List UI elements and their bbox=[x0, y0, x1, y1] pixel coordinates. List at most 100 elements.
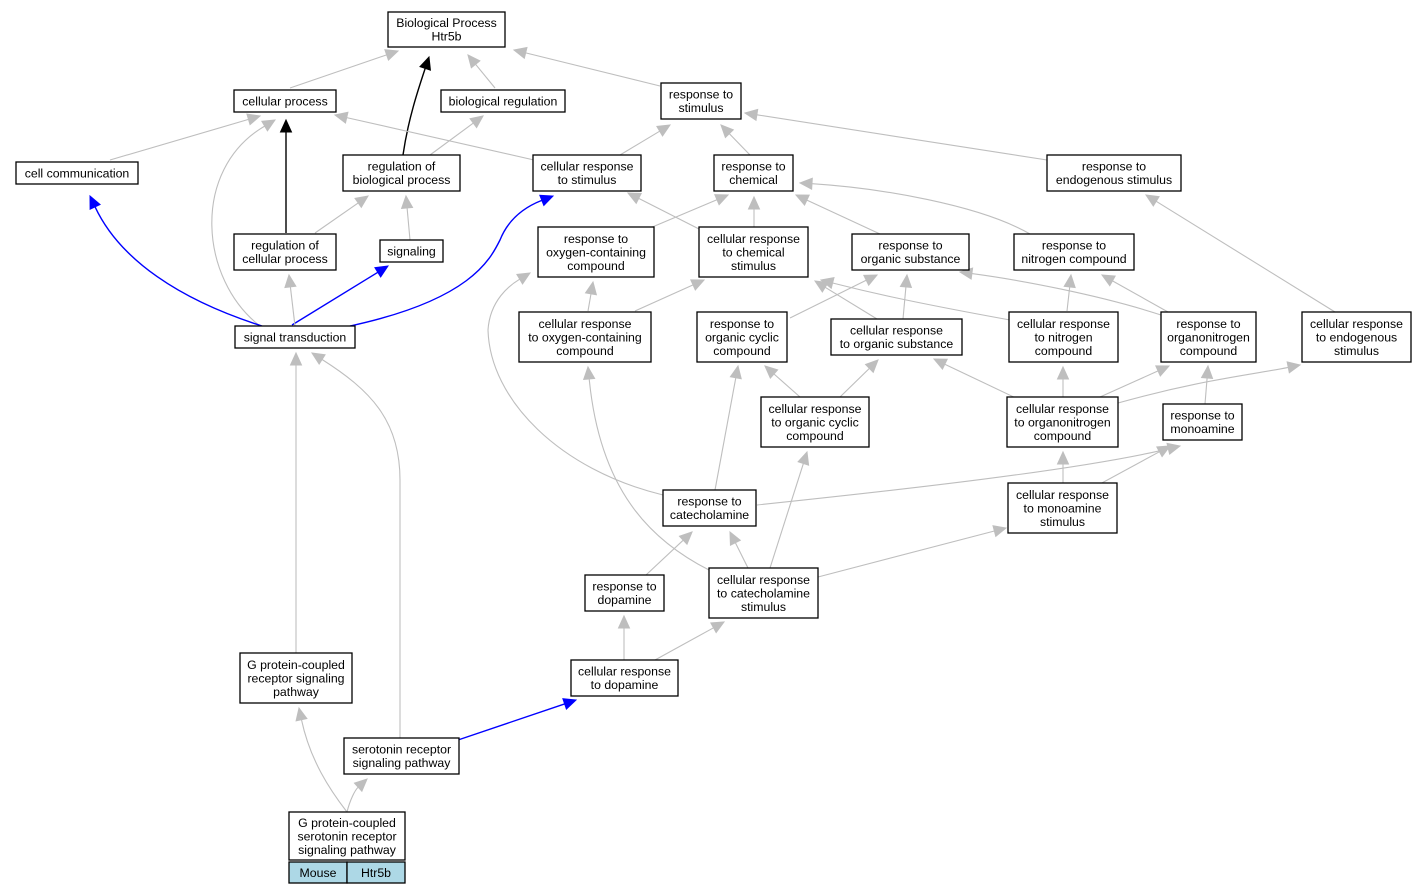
go-term-label-line: signal transduction bbox=[244, 330, 347, 344]
edge-layer bbox=[89, 46, 1336, 813]
edge-cp-to-bp bbox=[289, 49, 400, 89]
go-term-label-line: organic cyclic bbox=[705, 330, 779, 344]
edge-br-to-bp bbox=[467, 54, 496, 89]
go-term-label-line: cell communication bbox=[25, 166, 130, 180]
go-term-node-cp[interactable]: cellular process bbox=[233, 89, 337, 113]
go-term-label-line: stimulus bbox=[1334, 344, 1379, 358]
edge-crocc-to-cros bbox=[839, 359, 879, 398]
edge-rocc-to-ros bbox=[789, 274, 879, 319]
go-term-label-line: monoamine bbox=[1170, 422, 1234, 436]
go-term-label-line: Htr5b bbox=[431, 30, 461, 44]
go-term-label-line: to organonitrogen bbox=[1014, 415, 1111, 429]
edge-cronc-to-crnc bbox=[1056, 365, 1070, 397]
go-term-label-line: compound bbox=[1180, 344, 1238, 358]
go-term-label-line: G protein-coupled bbox=[298, 816, 396, 830]
edge-rd-to-rca bbox=[645, 531, 693, 576]
go-term-label-line: stimulus bbox=[741, 600, 786, 614]
go-term-label-line: response to bbox=[1170, 409, 1234, 423]
go-term-label-line: biological process bbox=[353, 173, 451, 187]
go-term-label-line: response to bbox=[677, 495, 741, 509]
edge-ros-to-rc bbox=[794, 194, 881, 235]
edge-rcp-to-cp bbox=[279, 118, 293, 233]
go-term-label-line: biological regulation bbox=[449, 94, 558, 108]
go-term-label-line: to organic substance bbox=[840, 337, 954, 351]
go-term-label-line: cellular response bbox=[769, 402, 862, 416]
go-term-label-line: compound bbox=[556, 344, 614, 358]
go-term-label-line: response to bbox=[721, 160, 785, 174]
go-term-label-line: response to bbox=[710, 317, 774, 331]
edge-crd-to-rd bbox=[617, 614, 631, 660]
edge-crca-to-rca bbox=[729, 530, 749, 569]
go-term-label-line: compound bbox=[786, 429, 844, 443]
species-cell-organism: Mouse bbox=[288, 861, 348, 884]
edge-rma-to-ronc bbox=[1200, 364, 1214, 405]
go-term-label-line: cellular response bbox=[1016, 402, 1109, 416]
edge-crca-to-crocc bbox=[769, 450, 810, 569]
go-term-label-line: stimulus bbox=[1040, 515, 1085, 529]
go-term-label-line: regulation of bbox=[368, 160, 436, 174]
go-term-label-line: response to bbox=[592, 580, 656, 594]
go-term-label-line: cellular response bbox=[1310, 317, 1403, 331]
edge-croc-to-roc bbox=[584, 280, 598, 312]
go-term-label-line: cellular response bbox=[1017, 317, 1110, 331]
edge-rbp-to-br bbox=[429, 115, 484, 156]
edge-st-to-rcp bbox=[284, 273, 297, 327]
go-term-label-line: stimulus bbox=[731, 259, 776, 273]
go-term-node-br[interactable]: biological regulation bbox=[440, 89, 566, 113]
go-term-label-line: organic substance bbox=[861, 252, 961, 266]
edge-crd-to-crca bbox=[654, 621, 726, 661]
go-term-node-sig[interactable]: signaling bbox=[379, 239, 444, 263]
go-term-label-line: response to bbox=[1176, 317, 1240, 331]
go-term-label-line: receptor signaling bbox=[247, 671, 344, 685]
edge-cc-to-cp bbox=[109, 113, 262, 161]
edge-crca-to-crma bbox=[817, 525, 1008, 578]
go-term-label-line: serotonin receptor bbox=[297, 829, 396, 843]
go-term-label-line: to oxygen-containing bbox=[528, 330, 642, 344]
go-term-label-line: to stimulus bbox=[558, 173, 617, 187]
go-term-label-line: to endogenous bbox=[1316, 330, 1397, 344]
edge-st-to-cp bbox=[211, 119, 277, 327]
go-term-label-line: to monoamine bbox=[1024, 501, 1102, 515]
go-term-label-line: G protein-coupled bbox=[247, 658, 345, 672]
edge-crma-to-rma bbox=[1099, 445, 1172, 485]
go-term-label-line: to chemical bbox=[722, 245, 784, 259]
go-term-label-line: cellular process bbox=[242, 252, 327, 266]
edge-gpsr-to-gpcr bbox=[295, 706, 348, 813]
go-term-label-line: to nitrogen bbox=[1034, 330, 1092, 344]
go-term-label-line: to organic cyclic bbox=[771, 415, 858, 429]
go-term-node-cc[interactable]: cell communication bbox=[15, 161, 139, 185]
go-term-label-line: response to bbox=[1082, 160, 1146, 174]
go-term-node-st[interactable]: signal transduction bbox=[234, 325, 356, 349]
edge-res-to-rs bbox=[743, 108, 1048, 161]
go-term-label-line: organonitrogen bbox=[1167, 330, 1250, 344]
